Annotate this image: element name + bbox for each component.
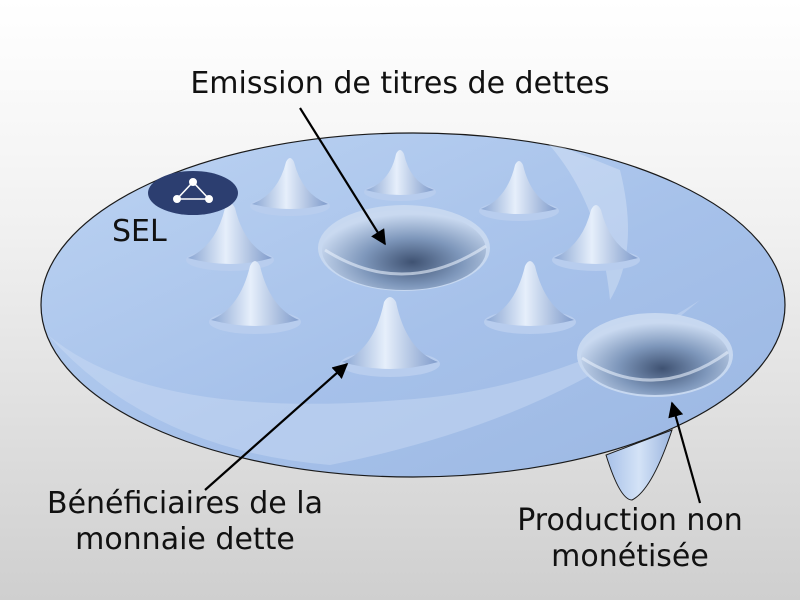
production-label-line2: monétisée <box>551 539 709 574</box>
peak <box>552 205 640 271</box>
peak <box>484 261 576 334</box>
arrow-beneficiaires <box>204 362 349 491</box>
beneficiaires-label: Bénéficiaires de la monnaie dette <box>10 486 360 558</box>
network-triangle-icon <box>172 178 214 204</box>
beneficiaires-label-line1: Bénéficiaires de la <box>46 486 323 521</box>
sel-logo <box>148 171 238 215</box>
peak <box>250 158 330 216</box>
emission-label: Emission de titres de dettes <box>190 66 610 101</box>
peak <box>209 261 301 334</box>
spike-under-surface <box>605 429 673 501</box>
sel-label: SEL <box>112 214 167 249</box>
surface-highlight <box>48 300 700 465</box>
arrow-production <box>668 401 702 504</box>
peak <box>479 161 559 221</box>
peak <box>364 150 436 201</box>
beneficiaires-label-line2: monnaie dette <box>75 522 295 557</box>
production-label: Production non monétisée <box>490 503 770 575</box>
production-label-line1: Production non <box>517 503 743 538</box>
debt-issuance-hole <box>318 205 490 291</box>
non-monetized-production-hole <box>577 313 733 397</box>
peak <box>340 297 440 377</box>
arrow-emission <box>299 107 386 246</box>
